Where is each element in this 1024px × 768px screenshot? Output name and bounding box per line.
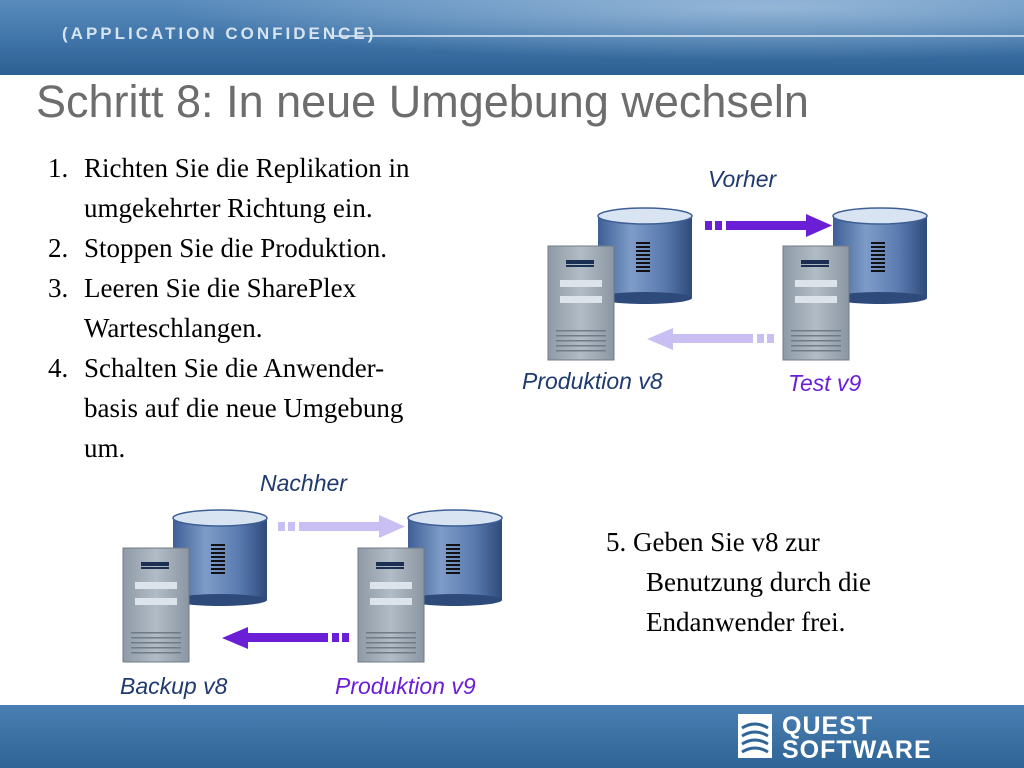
step-4: 4. Schalten Sie die Anwender- basis auf … bbox=[48, 348, 508, 468]
step-5: 5. Geben Sie v8 zur Benutzung durch die … bbox=[606, 522, 946, 642]
step-line: basis auf die neue Umgebung bbox=[84, 393, 404, 423]
slide-title: Schritt 8: In neue Umgebung wechseln bbox=[36, 76, 809, 127]
step-text: Leeren Sie die SharePlex Warteschlangen. bbox=[84, 268, 356, 348]
step-1: 1. Richten Sie die Replikation in umgeke… bbox=[48, 148, 508, 228]
step-3: 3. Leeren Sie die SharePlex Warteschlang… bbox=[48, 268, 508, 348]
step-text: Stoppen Sie die Produktion. bbox=[84, 228, 387, 268]
step-2: 2. Stoppen Sie die Produktion. bbox=[48, 228, 508, 268]
label-test-v9: Test v9 bbox=[788, 370, 862, 396]
arrow-right-icon bbox=[705, 214, 832, 237]
step-line: Schalten Sie die Anwender- bbox=[84, 353, 385, 383]
step-text: Richten Sie die Replikation in umgekehrt… bbox=[84, 148, 409, 228]
step-line-text: Geben Sie v8 zur bbox=[633, 527, 820, 557]
header-banner: (APPLICATION CONFIDENCE) bbox=[0, 0, 1024, 75]
step-line: um. bbox=[84, 433, 126, 463]
step-line: Benutzung durch die bbox=[646, 567, 871, 597]
banner-glow bbox=[0, 0, 1024, 75]
caption-vorher: Vorher bbox=[708, 166, 777, 192]
step-line: Warteschlangen. bbox=[84, 313, 263, 343]
caption-nachher: Nachher bbox=[260, 470, 347, 496]
step-line: umgekehrter Richtung ein. bbox=[84, 193, 373, 223]
quest-software-logo: QUEST SOFTWARE bbox=[782, 712, 932, 764]
server-database-icon bbox=[782, 207, 928, 361]
logo-line: SOFTWARE bbox=[782, 736, 932, 764]
label-produktion-v9: Produktion v9 bbox=[335, 673, 476, 699]
step-line: 5. Geben Sie v8 zur bbox=[606, 522, 946, 562]
step-number: 2. bbox=[48, 233, 69, 263]
quest-logo-icon bbox=[738, 714, 772, 758]
step-line: Richten Sie die Replikation in bbox=[84, 153, 410, 183]
step-text: Schalten Sie die Anwender- basis auf die… bbox=[84, 348, 403, 468]
label-backup-v8: Backup v8 bbox=[120, 673, 228, 699]
step-number: 5. bbox=[606, 527, 627, 557]
step-number: 4. bbox=[48, 353, 69, 383]
arrow-left-icon bbox=[222, 627, 349, 649]
arrow-right-icon bbox=[278, 515, 405, 538]
footer-bar bbox=[0, 705, 1024, 768]
step-number: 1. bbox=[48, 153, 69, 183]
arrow-left-icon bbox=[647, 328, 774, 350]
step-list: 1. Richten Sie die Replikation in umgeke… bbox=[48, 148, 508, 468]
logo-line: QUEST bbox=[782, 712, 874, 740]
step-line: Leeren Sie die SharePlex bbox=[84, 273, 357, 303]
label-produktion-v8: Produktion v8 bbox=[522, 368, 663, 394]
step-line: Endanwender frei. bbox=[646, 607, 846, 637]
step-line: Stoppen Sie die Produktion. bbox=[84, 233, 387, 263]
tagline: (APPLICATION CONFIDENCE) bbox=[62, 24, 377, 43]
banner-rule bbox=[330, 35, 1024, 37]
step-number: 3. bbox=[48, 273, 69, 303]
